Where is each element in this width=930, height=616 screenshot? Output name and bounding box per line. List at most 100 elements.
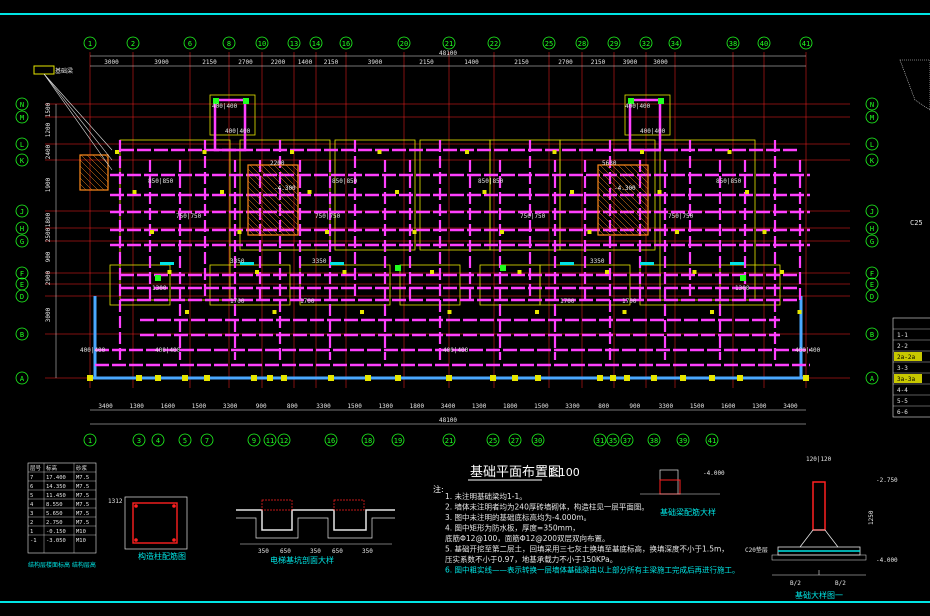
axis-bubble [15, 266, 29, 280]
column-dot [267, 375, 273, 381]
axis-bubble [508, 433, 522, 447]
table-cell: M10 [76, 529, 86, 535]
column-dot [204, 375, 210, 381]
axis-bubble-label: 29 [610, 40, 618, 48]
axis-bubble [487, 36, 501, 50]
column-dot [710, 310, 714, 314]
pad-label: 400|400 [443, 347, 469, 354]
dim-text: 3300 [659, 403, 674, 410]
dim-text: 800 [598, 403, 609, 410]
table-cell: 砂浆 [76, 464, 88, 472]
overall-dim: 48100 [439, 417, 457, 424]
axis-bubble [865, 371, 879, 385]
strip-footing-outline [109, 264, 171, 306]
axis-bubble [361, 433, 375, 447]
axis-bubble-label: J [20, 208, 24, 216]
axis-bubble-label: A [20, 375, 25, 383]
foundation-plan[interactable] [79, 94, 810, 381]
pit-hatch [641, 164, 649, 172]
axis-bubble-label: 13 [290, 40, 298, 48]
axis-bubble [647, 433, 661, 447]
axis-bubble-label: 2 [131, 40, 135, 48]
pit-hatch [80, 154, 109, 183]
axis-bubble [339, 36, 353, 50]
axis-bubble [183, 36, 197, 50]
axis-bubble-label: 11 [266, 437, 274, 445]
strip-footing-outline [399, 264, 461, 306]
table-cell: M7.5 [76, 475, 89, 481]
axis-bubble-label: K [870, 157, 875, 165]
dim-text: 3000 [45, 307, 52, 322]
table-cell: 2.750 [46, 520, 63, 526]
axis-bubble [324, 433, 338, 447]
elevator-pit [79, 154, 109, 191]
axis-bubble-label: 39 [679, 437, 687, 445]
axis-bubble-label: 6 [188, 40, 192, 48]
detail-beam: -4.000 基础梁配筋大样 [640, 469, 725, 517]
table-cell: 1 [30, 529, 33, 535]
strip-footing-outline [719, 264, 781, 306]
axis-bubble [542, 36, 556, 50]
axis-bubble [391, 433, 405, 447]
table-cell: 4 [30, 502, 34, 508]
pit-hatch [635, 164, 649, 178]
pad-label: 400|400 [225, 128, 251, 135]
column-dot [447, 310, 452, 314]
axis-bubble-label: J [870, 208, 874, 216]
column-dot [132, 190, 137, 194]
column-dot [512, 375, 518, 381]
dim-text: 3900 [368, 59, 383, 66]
detail-strip-foundation: B/2 B/2 120|120 -2.750 -4.000 1250 C20垫层… [745, 456, 898, 600]
column-dot [587, 230, 592, 234]
column-dot [281, 375, 287, 381]
pit-hatch [247, 198, 285, 236]
axis-bubble [865, 97, 879, 111]
dim-text: 1400 [464, 59, 479, 66]
elevator-pit [247, 164, 299, 236]
pit-hatch [623, 164, 649, 190]
dim-text: 1300 [472, 403, 487, 410]
dim-label: 1300 [152, 285, 167, 292]
pit-hatch [599, 164, 649, 214]
pit-hatch [285, 164, 299, 178]
column-dot [136, 375, 142, 381]
dim-text: 2700 [558, 59, 573, 66]
pit-hatch [247, 186, 297, 236]
pit-hatch [597, 168, 649, 220]
detail-rebar [132, 502, 178, 544]
column-dot [709, 375, 715, 381]
column-dot [465, 150, 469, 154]
pit-hatch [79, 183, 87, 191]
column-dot [517, 270, 522, 274]
detail-dim: 350 [258, 548, 269, 555]
leader-line [43, 73, 113, 151]
table-cell: M7.5 [76, 484, 89, 490]
table-cell: -3.050 [46, 538, 66, 544]
axis-bubble [397, 36, 411, 50]
corner-label: C25 [910, 219, 923, 227]
axis-bubble-label: 25 [489, 437, 497, 445]
design-notes: 注: 1. 未注明基础梁均1-1。2. 墙体未注明者均为240厚砖墙砌体，构造柱… [433, 484, 740, 575]
dim-text: 2400 [45, 144, 52, 159]
column-dot [395, 190, 399, 194]
pit-hatch [247, 216, 267, 236]
axis-bubble-label: 14 [312, 40, 320, 48]
pit-hatch [79, 171, 99, 191]
axis-bubble-label: L [870, 141, 874, 149]
axis-bubble [255, 36, 269, 50]
axis-bubble-label: 19 [394, 437, 402, 445]
strip-footing-outline [299, 264, 391, 306]
pad-label: 750|750 [520, 213, 546, 220]
axis-bubble [15, 234, 29, 248]
column-dot [605, 270, 609, 274]
table-cell: 1-1 [897, 332, 908, 339]
axis-bubble-label: 35 [609, 437, 617, 445]
pit-hatch [617, 164, 649, 196]
axis-bubble [15, 327, 29, 341]
column-dot [597, 375, 603, 381]
axis-bubble [442, 433, 456, 447]
column-dot [167, 270, 172, 274]
axis-bubble-label: 16 [327, 437, 335, 445]
